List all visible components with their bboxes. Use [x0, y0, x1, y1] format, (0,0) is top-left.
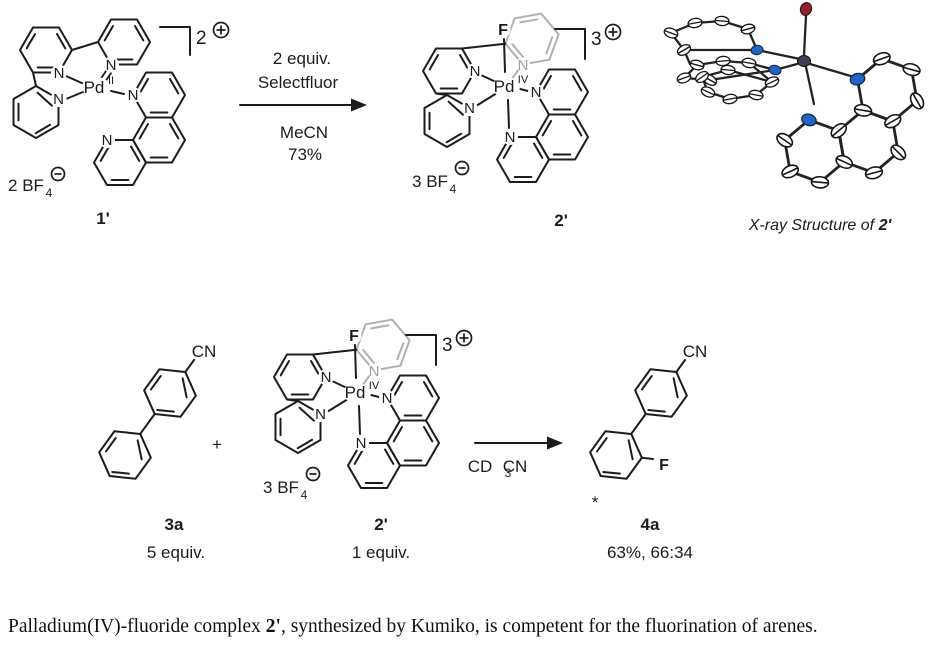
arrowhead-icon [351, 98, 367, 112]
solvent-subscript: 3 [505, 466, 512, 480]
nitrogen-label: N [464, 100, 475, 117]
figure-caption: Palladium(IV)-fluoride complex 2', synth… [8, 616, 932, 638]
equivalents-2prime: 1 equiv. [352, 543, 410, 562]
nitrogen-label: N [128, 87, 139, 104]
compound-4a-structure: CN F * 4a 63%, 66:34 [581, 342, 708, 562]
caption-text-post: , synthesized by Kumiko, is competent fo… [280, 616, 818, 637]
nitrogen-atom [767, 63, 783, 77]
solvent-label: MeCN [280, 123, 328, 142]
fluoride-atom [799, 2, 813, 16]
reaction-arrow-2: CD 3 CN [468, 436, 563, 480]
nitrogen-label: N [531, 84, 542, 101]
minus-charge-icon [50, 166, 66, 182]
nitrile-label: CN [683, 342, 708, 361]
caption-text-pre: Palladium(IV)-fluoride complex [8, 616, 266, 637]
reaction-arrow-1: 2 equiv. Selectfluor MeCN 73% [239, 49, 367, 164]
solvent-cd3cn: CD [468, 457, 493, 476]
oxidation-state-IV: IV [518, 74, 529, 86]
oxidation-state-II: II [108, 75, 114, 87]
compound-label-2prime: 2' [554, 211, 568, 230]
phenanthroline-ring [132, 116, 186, 164]
compound-label-4a: 4a [641, 515, 660, 534]
counterion-subscript: 4 [46, 186, 53, 200]
xray-structure: X-ray Structure of 2' [662, 2, 927, 234]
nitrile-label: CN [192, 342, 217, 361]
nitrogen-label: N [54, 65, 65, 82]
plus-sign: + [212, 435, 222, 454]
counterion-subscript: 4 [450, 182, 457, 196]
nitrogen-atom [749, 43, 765, 57]
pyridine-ring [12, 85, 60, 139]
equivalents-3a: 5 equiv. [147, 543, 205, 562]
phenanthroline-ring [535, 113, 589, 161]
xray-caption: X-ray Structure of 2' [748, 217, 893, 234]
yield-ratio-4a: 63%, 66:34 [607, 543, 693, 562]
fluorine-label: F [659, 457, 669, 474]
nitrogen-label: N [102, 132, 113, 149]
charge-number: 3 [591, 29, 602, 50]
compound-label-1prime: 1' [96, 209, 110, 228]
counterion-label: 2 BF [8, 176, 44, 195]
charge-bracket [554, 28, 586, 60]
solvent-cd3cn-suffix: CN [503, 457, 528, 476]
fluoride-label: F [498, 22, 508, 39]
palladium-label: Pd [84, 78, 105, 97]
benzene-ring [626, 357, 696, 429]
nitrogen-label: N [106, 57, 117, 74]
compound-label-2prime-bottom: 2' [374, 515, 388, 534]
palladium-atom [796, 54, 812, 68]
nitrogen-label-gray: N [518, 57, 529, 74]
plus-charge-icon [604, 23, 622, 41]
compound-3a-structure: CN 3a 5 equiv. [90, 342, 217, 562]
pyridine-ring [423, 94, 471, 148]
complex-2-structure: Pd IV F N N N N N 3 3 BF 4 [412, 12, 622, 196]
stereo-star: * [592, 493, 599, 512]
nitrogen-label: N [53, 91, 64, 108]
benzene-ring [135, 357, 205, 429]
charge-bracket [159, 26, 191, 56]
arrowhead-icon [547, 436, 563, 450]
nitrogen-label: N [505, 129, 516, 146]
complex-1-structure: Pd II N N N N N 2 2 BF 4 1' [8, 18, 230, 228]
reagent-equivalents: 2 equiv. [273, 49, 331, 68]
benzene-ring [581, 419, 651, 491]
plus-charge-icon [212, 21, 230, 39]
yield-label: 73% [288, 145, 322, 164]
reagent-name: Selectfluor [258, 73, 339, 92]
palladium-label: Pd [494, 77, 515, 96]
caption-compound: 2' [265, 616, 281, 637]
complex-2-structure-bottom [263, 320, 472, 502]
compound-label-3a: 3a [165, 515, 184, 534]
minus-charge-icon [454, 160, 470, 176]
nitrogen-label: N [470, 63, 481, 80]
benzene-ring [90, 419, 160, 491]
charge-number: 2 [196, 28, 207, 49]
counterion-label: 3 BF [412, 172, 448, 191]
